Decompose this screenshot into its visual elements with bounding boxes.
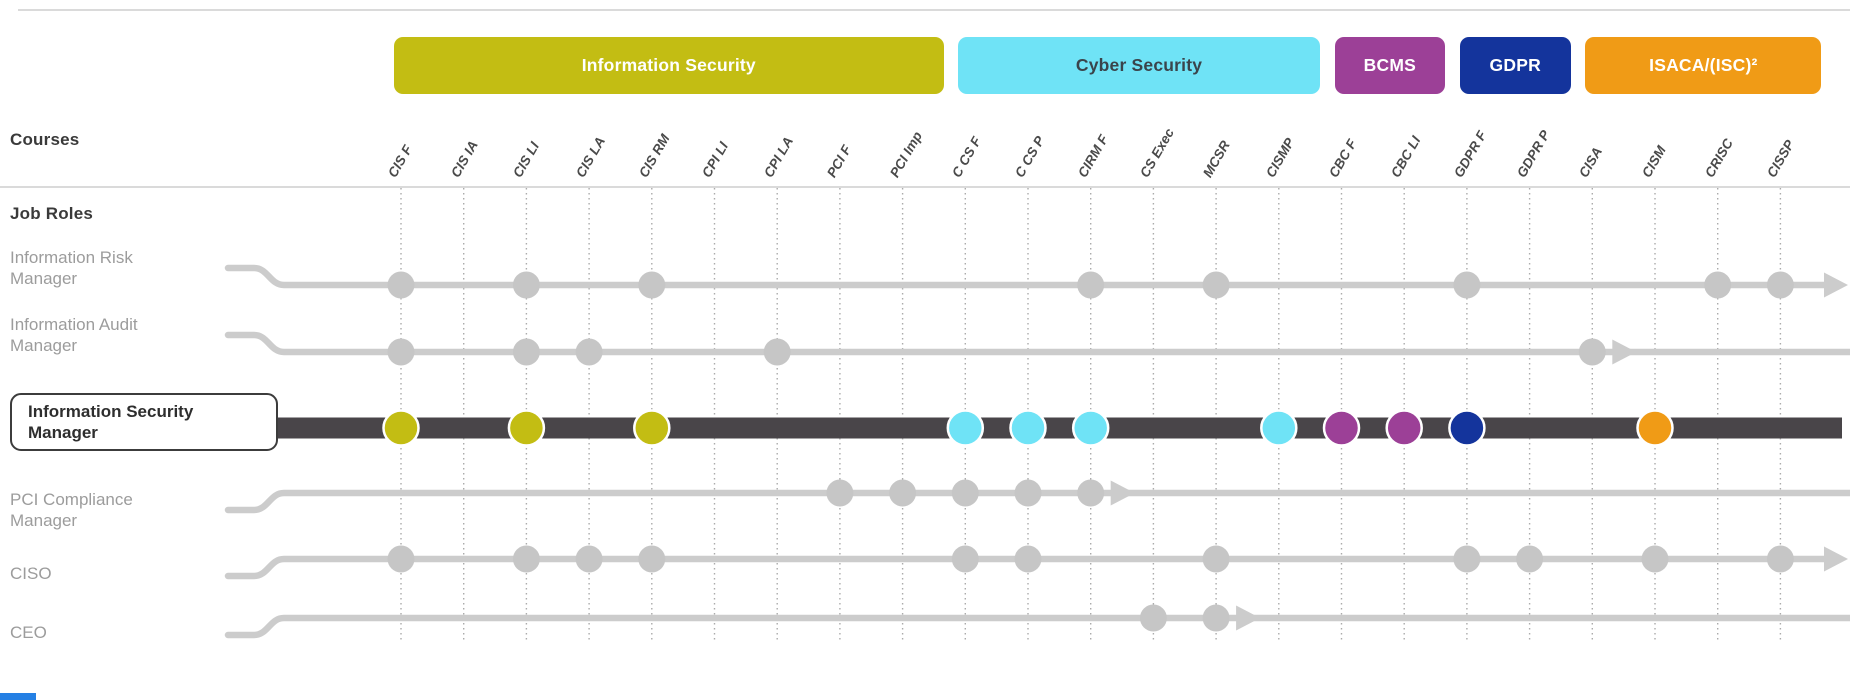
job-role-label-line: CEO bbox=[10, 623, 47, 642]
category-banner-4: GDPR bbox=[1459, 37, 1571, 94]
course-dot bbox=[1202, 545, 1230, 573]
course-dot bbox=[1322, 409, 1361, 447]
job-roles-heading: Job Roles bbox=[10, 204, 94, 223]
category-banner-3: BCMS bbox=[1334, 37, 1446, 94]
job-role-label-line: Manager bbox=[10, 511, 78, 530]
course-dot bbox=[1139, 604, 1167, 632]
course-dot bbox=[1516, 545, 1544, 573]
highlighted-role-line1: Information Security bbox=[28, 402, 194, 421]
course-dot bbox=[512, 545, 540, 573]
top-divider bbox=[18, 9, 1850, 11]
course-dot bbox=[512, 338, 540, 366]
course-dot bbox=[1014, 545, 1042, 573]
course-dot bbox=[1009, 409, 1047, 447]
course-dot bbox=[889, 479, 917, 507]
course-dot bbox=[1766, 545, 1794, 573]
bottom-accent-strip bbox=[0, 693, 36, 700]
course-dot bbox=[575, 545, 603, 573]
progression-arrow bbox=[1824, 272, 1848, 298]
course-dot bbox=[1077, 271, 1105, 299]
course-dot bbox=[946, 409, 985, 447]
category-banner-label: GDPR bbox=[1489, 55, 1541, 75]
job-role-label-line: Information Audit bbox=[10, 315, 138, 334]
job-role-label-line: Information Risk bbox=[10, 248, 133, 267]
course-dot bbox=[1766, 271, 1794, 299]
course-dot bbox=[1636, 409, 1674, 447]
progression-arrow bbox=[1612, 339, 1637, 365]
course-dot bbox=[387, 271, 415, 299]
category-banner-label: Cyber Security bbox=[1075, 55, 1203, 75]
course-dot bbox=[1077, 479, 1105, 507]
job-role-label-5: CISO bbox=[10, 563, 52, 584]
role-track bbox=[224, 555, 1830, 580]
role-track bbox=[224, 264, 1830, 289]
course-dot bbox=[951, 479, 979, 507]
job-role-label-line: Manager bbox=[10, 269, 78, 288]
course-dot bbox=[638, 271, 666, 299]
course-dot bbox=[512, 271, 540, 299]
course-dot bbox=[387, 545, 415, 573]
course-dot bbox=[1071, 409, 1110, 447]
category-banner-label: Information Security bbox=[581, 55, 756, 75]
job-role-label-line: PCI Compliance bbox=[10, 490, 133, 509]
course-dot bbox=[387, 338, 415, 366]
role-track bbox=[224, 489, 1850, 514]
role-track bbox=[224, 331, 1850, 356]
course-dot bbox=[1202, 271, 1230, 299]
course-dot bbox=[826, 479, 854, 507]
course-dot bbox=[1448, 409, 1486, 447]
course-dot bbox=[638, 545, 666, 573]
course-dot bbox=[1385, 409, 1423, 447]
course-dot bbox=[1704, 271, 1732, 299]
progression-arrow bbox=[1110, 480, 1135, 506]
job-role-label-line: CISO bbox=[10, 564, 52, 583]
course-dot bbox=[1453, 545, 1481, 573]
progression-arrow bbox=[1236, 605, 1261, 631]
highlighted-role-box[interactable]: Information Security Manager bbox=[10, 393, 278, 451]
category-banner-1: Information Security bbox=[394, 37, 944, 94]
course-dot bbox=[1014, 479, 1042, 507]
category-banner-label: BCMS bbox=[1363, 55, 1416, 75]
job-role-label-6: CEO bbox=[10, 622, 47, 643]
course-dot bbox=[1202, 604, 1230, 632]
course-dot bbox=[382, 409, 420, 447]
course-dot bbox=[507, 409, 546, 447]
role-track bbox=[224, 614, 1850, 639]
courses-heading: Courses bbox=[10, 130, 80, 149]
category-banner-2: Cyber Security bbox=[958, 37, 1320, 94]
courses-axis-divider bbox=[0, 186, 1850, 188]
highlighted-role-line2: Manager bbox=[28, 423, 98, 442]
course-dot bbox=[1453, 271, 1481, 299]
course-dot bbox=[1641, 545, 1669, 573]
course-dot bbox=[763, 338, 791, 366]
course-dot bbox=[575, 338, 603, 366]
job-role-label-line: Manager bbox=[10, 336, 78, 355]
progression-arrow bbox=[1824, 546, 1848, 572]
category-banner-label: ISACA/(ISC)² bbox=[1649, 55, 1758, 75]
course-dot bbox=[1260, 409, 1298, 447]
course-dot bbox=[1578, 338, 1606, 366]
category-banner-5: ISACA/(ISC)² bbox=[1585, 37, 1822, 94]
course-dot bbox=[951, 545, 979, 573]
course-dot bbox=[633, 409, 671, 447]
